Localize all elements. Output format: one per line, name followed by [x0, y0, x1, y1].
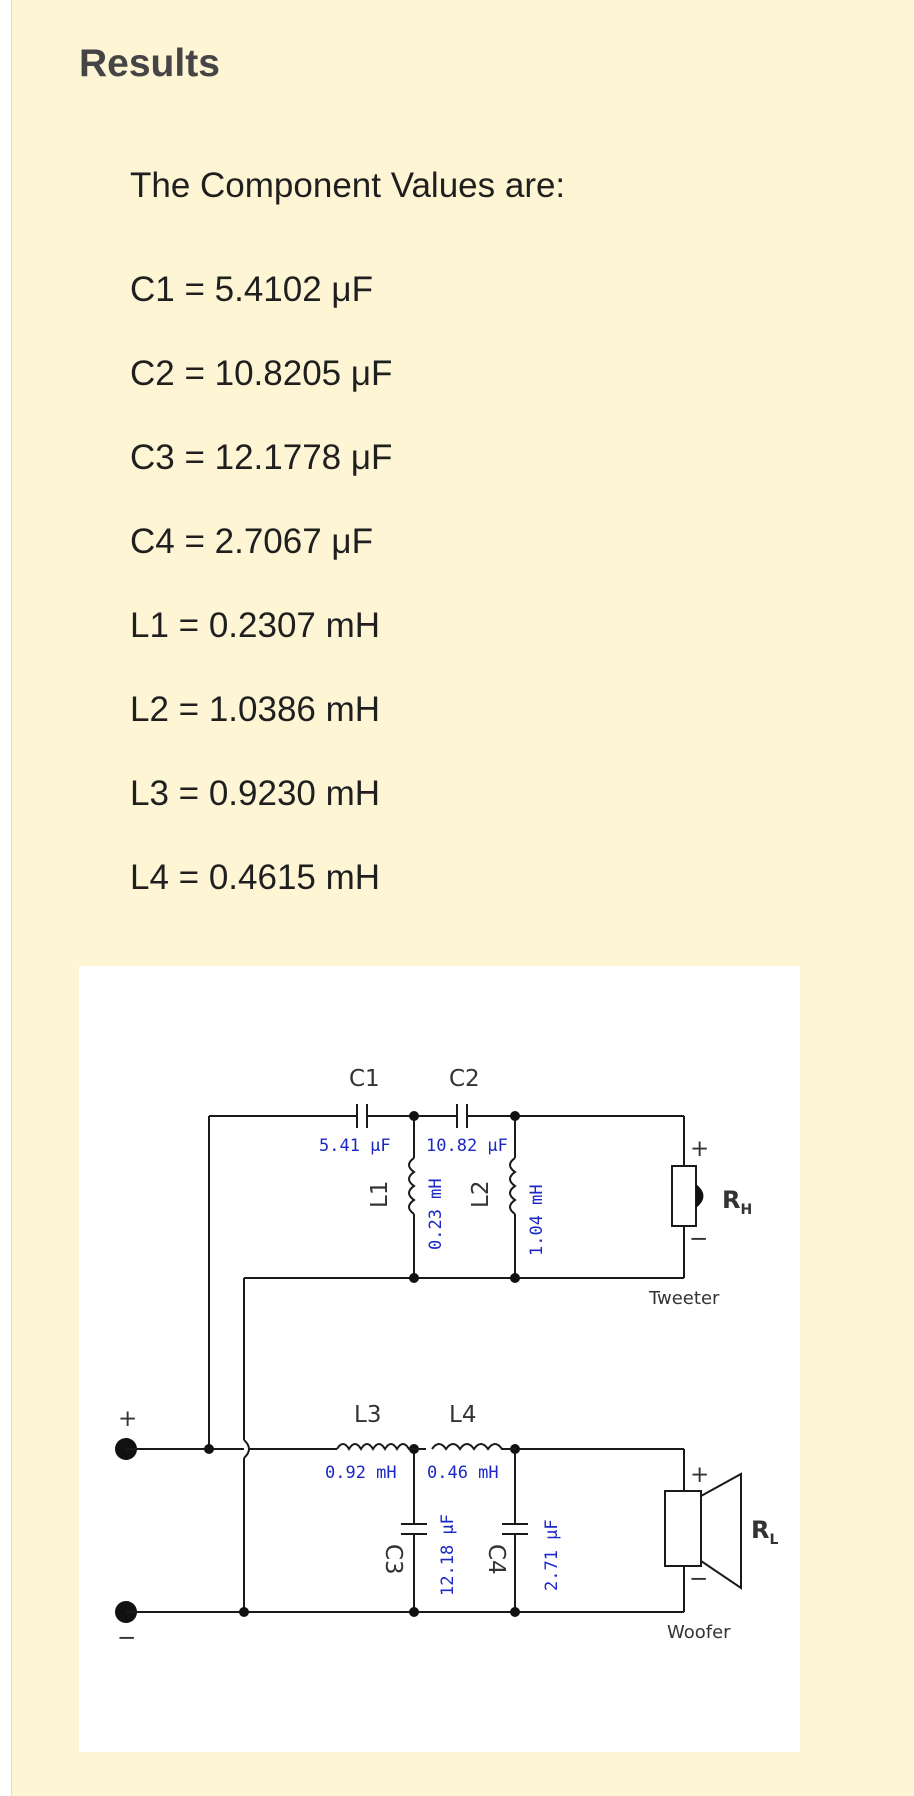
capacitor-c4: C4 2.71 μF	[483, 1519, 562, 1591]
c3-value: 12.18 μF	[438, 1514, 458, 1596]
capacitor-c2: C2 10.82 μF	[426, 1066, 508, 1156]
woofer-minus: −	[689, 1566, 708, 1592]
l1-value: 0.23 mH	[426, 1178, 446, 1250]
value-line-c4: C4 = 2.7067 μF	[130, 522, 373, 561]
l3-value: 0.92 mH	[325, 1463, 397, 1483]
woofer-speaker: + − RL Woofer	[664, 1462, 778, 1643]
c4-label: C4	[483, 1544, 509, 1575]
c2-value: 10.82 μF	[426, 1136, 508, 1156]
value-line-c2: C2 = 10.8205 μF	[130, 354, 393, 393]
c3-label: C3	[380, 1544, 406, 1575]
l2-value: 1.04 mH	[527, 1184, 547, 1256]
circuit-svg: + −	[115, 1066, 778, 1651]
tweeter-minus: −	[689, 1226, 708, 1252]
woofer-label: Woofer	[667, 1622, 731, 1643]
value-line-c1: C1 = 5.4102 μF	[130, 270, 373, 309]
l4-value: 0.46 mH	[427, 1463, 499, 1483]
tweeter-r-label: RH	[722, 1186, 752, 1218]
intro-text: The Component Values are:	[130, 166, 566, 205]
value-line-l2: L2 = 1.0386 mH	[130, 690, 381, 729]
c4-value: 2.71 μF	[542, 1519, 562, 1591]
crossover-circuit-diagram: + −	[79, 966, 800, 1752]
inductor-l1: L1 0.23 mH	[367, 1157, 446, 1250]
l4-label: L4	[449, 1402, 476, 1428]
l2-label: L2	[468, 1181, 494, 1208]
results-panel: Results The Component Values are: C1 = 5…	[11, 0, 914, 1796]
input-plus-sign: +	[118, 1406, 137, 1432]
c1-value: 5.41 μF	[319, 1136, 391, 1156]
value-line-c3: C3 = 12.1778 μF	[130, 438, 393, 477]
c1-label: C1	[349, 1066, 380, 1092]
l3-label: L3	[354, 1402, 381, 1428]
inductor-l2: L2 1.04 mH	[468, 1157, 547, 1256]
value-line-l1: L1 = 0.2307 mH	[130, 606, 381, 645]
inductor-l4: L4 0.46 mH	[427, 1402, 516, 1483]
input-terminals: + −	[115, 1406, 137, 1651]
tweeter-plus: +	[690, 1136, 709, 1162]
capacitor-c3: C3 12.18 μF	[380, 1514, 458, 1596]
l1-label: L1	[367, 1181, 393, 1208]
capacitor-c1: C1 5.41 μF	[319, 1066, 391, 1156]
results-heading: Results	[79, 42, 220, 85]
value-line-l3: L3 = 0.9230 mH	[130, 774, 381, 813]
woofer-plus: +	[690, 1462, 709, 1488]
tweeter-speaker: + − RH Tweeter	[648, 1136, 752, 1309]
inductor-l3: L3 0.92 mH	[325, 1402, 426, 1483]
tweeter-label: Tweeter	[648, 1288, 720, 1309]
junction-dots	[204, 1111, 520, 1617]
value-line-l4: L4 = 0.4615 mH	[130, 858, 381, 897]
woofer-r-label: RL	[751, 1516, 778, 1548]
circuit-wires	[126, 1115, 685, 1613]
c2-label: C2	[449, 1066, 480, 1092]
input-minus-sign: −	[117, 1625, 136, 1651]
